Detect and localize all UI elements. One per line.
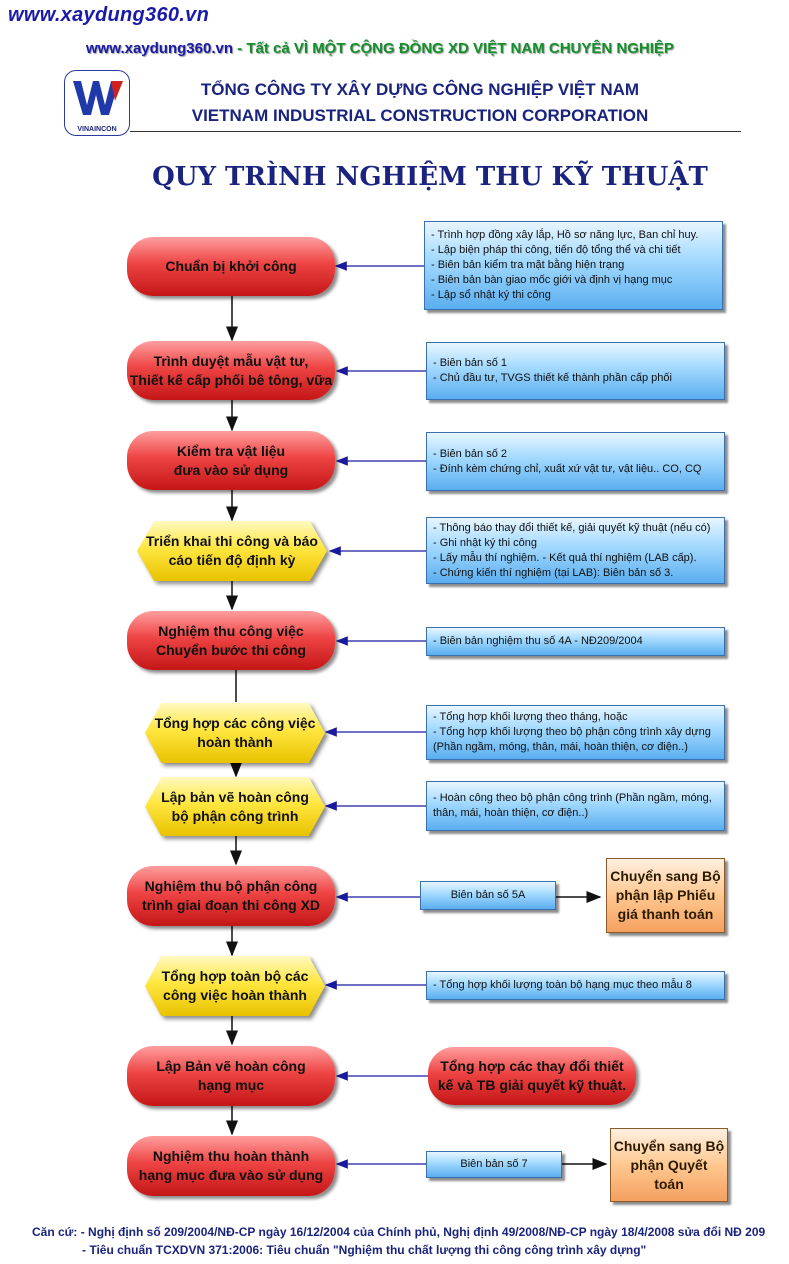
note-8: Biên bản số 5A — [420, 881, 556, 910]
note-10: Biên bản số 7 — [426, 1151, 562, 1178]
vinaincon-logo: VINAINCON — [64, 70, 130, 136]
legal-basis: Căn cứ: - Nghị định số 209/2004/NĐ-CP ng… — [32, 1223, 765, 1259]
logo-text: VINAINCON — [77, 126, 117, 133]
note-4: - Thông báo thay đổi thiết kế, giải quyế… — [426, 517, 725, 584]
company-name-en: VIETNAM INDUSTRIAL CONSTRUCTION CORPORAT… — [191, 106, 649, 125]
note-2: - Biên bản số 1 - Chủ đầu tư, TVGS thiết… — [426, 342, 725, 400]
legal-basis-line-1: Căn cứ: - Nghị định số 209/2004/NĐ-CP ng… — [32, 1225, 766, 1239]
tagline: www.xaydung360.vn - Tất cả VÌ MỘT CỘNG Đ… — [86, 40, 674, 57]
note-7: - Hoàn công theo bộ phận công trình (Phầ… — [426, 781, 725, 831]
tagline-text: - Tất cả VÌ MỘT CỘNG ĐỒNG XD VIỆT NAM CH… — [233, 40, 674, 57]
note-6: - Tổng hợp khối lượng theo tháng, hoặc -… — [426, 705, 725, 760]
page-title: QUY TRÌNH NGHIỆM THU KỸ THUẬT — [152, 162, 708, 192]
note-1: - Trình hợp đồng xây lắp, Hồ sơ năng lực… — [424, 221, 723, 310]
note-9: - Tổng hợp khối lượng toàn bộ hạng mục t… — [426, 971, 725, 1000]
note-5: - Biên bản nghiệm thu số 4A - NĐ209/2004 — [426, 627, 725, 656]
watermark: www.xaydung360.vn — [8, 4, 210, 26]
step-1-prepare-start[interactable]: Chuẩn bị khởi công — [127, 237, 335, 296]
step-2-submit-samples[interactable]: Trình duyệt mẫu vật tư,Thiết kế cấp phối… — [127, 341, 335, 400]
logo-mark-icon — [73, 81, 123, 115]
header-divider — [130, 131, 741, 132]
company-name-vi: TỔNG CÔNG TY XÂY DỰNG CÔNG NGHIỆP VIỆT N… — [200, 80, 640, 99]
legal-basis-line-2: - Tiêu chuẩn TCXDVN 371:2006: Tiêu chuẩn… — [82, 1243, 647, 1257]
tagline-site: www.xaydung360.vn — [86, 40, 233, 57]
note-3: - Biên bản số 2 - Đính kèm chứng chỉ, xu… — [426, 432, 725, 491]
